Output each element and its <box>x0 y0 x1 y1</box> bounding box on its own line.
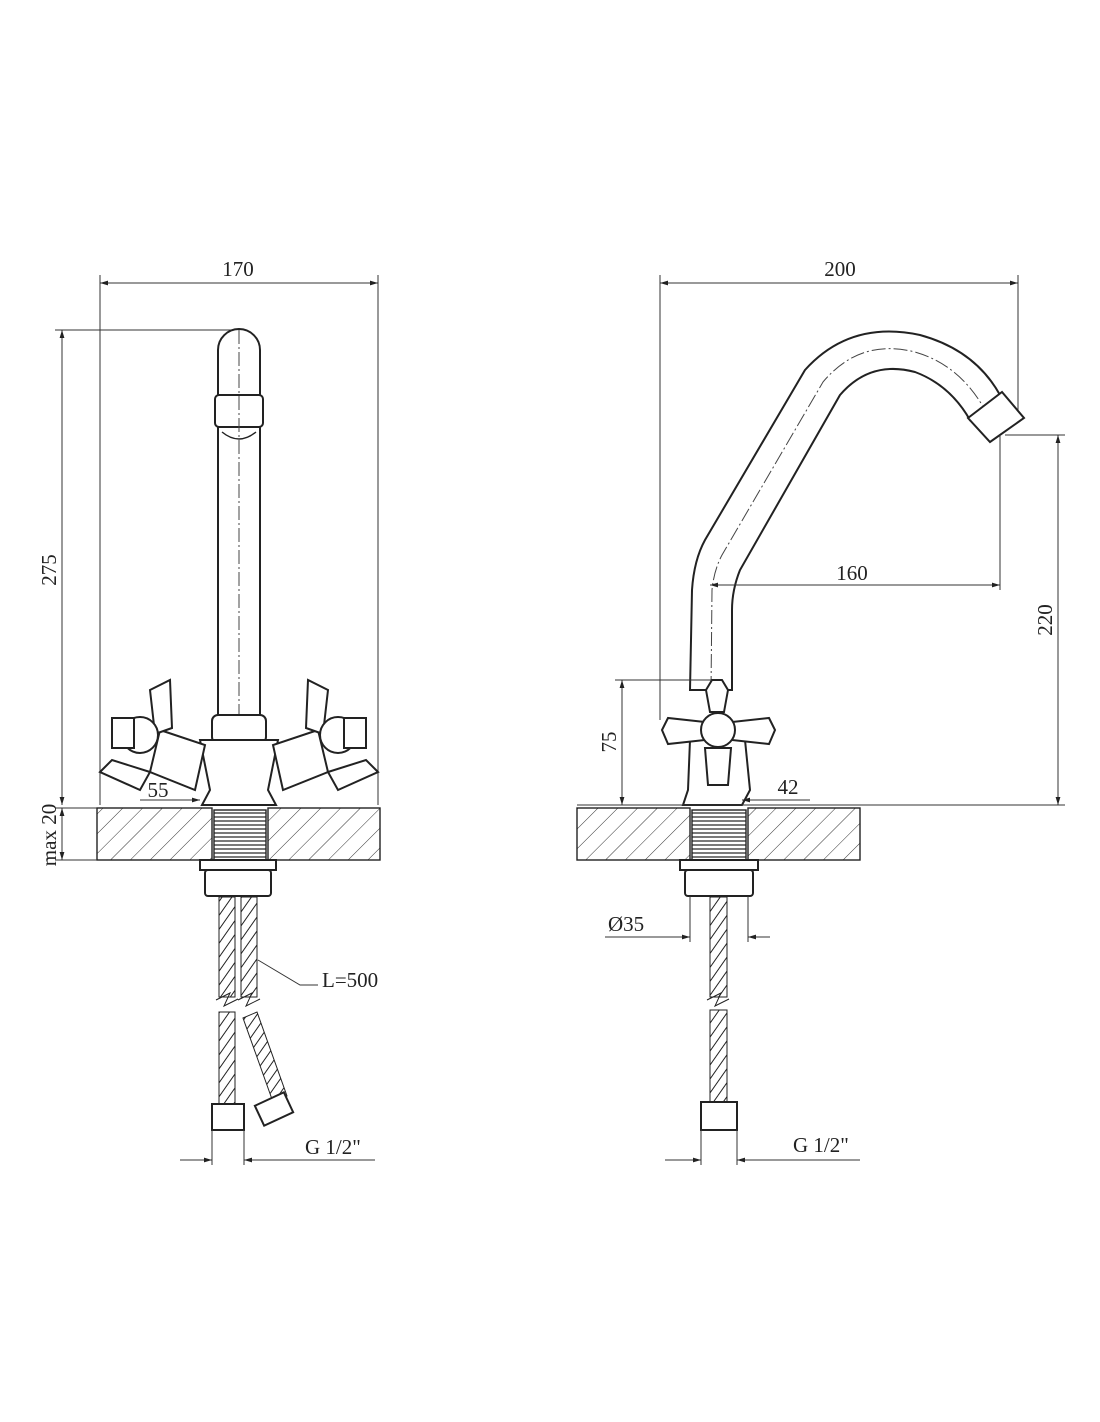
hose-fitting <box>211 1103 245 1131</box>
aerator-mesh <box>221 431 257 440</box>
dimension-base-label: 42 <box>778 775 799 799</box>
hole-diameter-label: Ø35 <box>608 912 644 936</box>
flex-hoses <box>211 896 295 1131</box>
mounting-stud <box>213 809 267 861</box>
connection-label: G 1/2" <box>305 1135 361 1159</box>
mounting-nut <box>204 869 272 897</box>
dimension-handle-label: 55 <box>148 778 169 802</box>
countertop-section-left <box>576 807 691 861</box>
right-handle <box>271 678 380 792</box>
hose-length-label: L=500 <box>322 968 378 992</box>
handle <box>660 679 777 786</box>
flex-hose <box>700 896 738 1131</box>
side-view: 200 160 220 75 42 <box>576 257 1065 1165</box>
dimension-counter-label: max 20 <box>37 804 61 866</box>
dimension-handle-height-label: 75 <box>597 732 621 753</box>
aerator <box>966 390 1026 444</box>
countertop-section-left <box>96 807 213 861</box>
front-view: 170 275 55 <box>37 257 381 1165</box>
dimension-width-label: 170 <box>222 257 254 281</box>
hose-fitting <box>253 1090 295 1128</box>
body-collar <box>211 714 267 744</box>
left-handle <box>98 678 207 792</box>
countertop-section-right <box>747 807 861 861</box>
connection-label: G 1/2" <box>793 1133 849 1157</box>
dimension-reach-total-label: 200 <box>824 257 856 281</box>
dimension-reach-spout-label: 160 <box>836 561 868 585</box>
washer <box>679 859 759 871</box>
dimension-spout-height-label: 220 <box>1033 604 1057 636</box>
countertop-section-right <box>267 807 381 861</box>
hose-fitting <box>700 1101 738 1131</box>
washer <box>199 859 277 871</box>
mounting-nut <box>684 869 754 897</box>
leader-hose-length <box>257 959 318 986</box>
body <box>198 739 280 806</box>
dimension-height-label: 275 <box>37 554 61 586</box>
mounting-stud <box>691 809 747 861</box>
swivel-spout <box>688 330 1002 691</box>
